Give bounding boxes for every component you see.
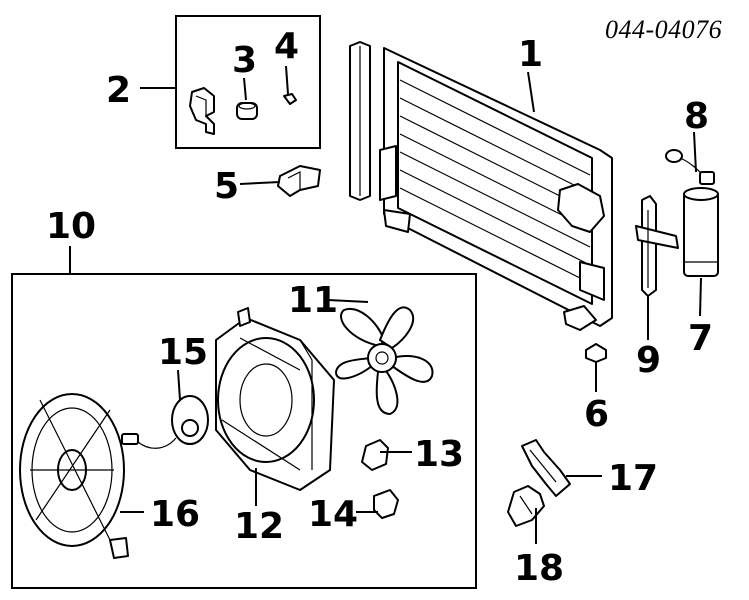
callout-8: 8 bbox=[684, 96, 709, 137]
leader-1 bbox=[527, 71, 535, 113]
part-14-clip[interactable] bbox=[373, 489, 399, 519]
callout-7: 7 bbox=[688, 318, 713, 359]
leader-15 bbox=[177, 369, 181, 401]
callout-9: 9 bbox=[636, 340, 661, 381]
fan-assembly-group-box bbox=[11, 273, 477, 589]
part-5-bracket[interactable] bbox=[277, 165, 321, 197]
callout-3: 3 bbox=[232, 40, 257, 81]
part-9-drier-bracket[interactable] bbox=[635, 195, 679, 297]
leader-7 bbox=[699, 277, 702, 317]
callout-1: 1 bbox=[518, 34, 543, 75]
part-16-fan-shroud-assembly[interactable] bbox=[19, 393, 129, 559]
diagram-reference-number: 044-04076 bbox=[605, 15, 722, 44]
part-15-fan-motor[interactable] bbox=[121, 395, 209, 449]
callout-2: 2 bbox=[106, 70, 131, 111]
condenser-side-seal bbox=[349, 41, 371, 201]
leader-3 bbox=[243, 77, 247, 101]
part-2-bracket[interactable] bbox=[189, 87, 215, 135]
callout-11: 11 bbox=[288, 280, 338, 321]
callout-17: 17 bbox=[608, 458, 658, 499]
callout-6: 6 bbox=[584, 394, 609, 435]
callout-18: 18 bbox=[514, 548, 564, 589]
part-17-bracket[interactable] bbox=[521, 439, 571, 497]
leader-4 bbox=[285, 65, 289, 95]
leader-11 bbox=[327, 299, 369, 303]
callout-10: 10 bbox=[46, 206, 96, 247]
part-11-fan-blade[interactable] bbox=[335, 306, 434, 415]
callout-5: 5 bbox=[214, 166, 239, 207]
part-13-clip[interactable] bbox=[361, 439, 389, 471]
callout-15: 15 bbox=[158, 332, 208, 373]
part-4-clip[interactable] bbox=[283, 93, 297, 105]
leader-5 bbox=[239, 181, 281, 185]
part-18-bracket[interactable] bbox=[507, 485, 545, 527]
part-12-fan-shroud[interactable] bbox=[215, 307, 335, 491]
callout-13: 13 bbox=[414, 434, 464, 475]
part-1-condenser[interactable] bbox=[379, 47, 613, 331]
part-6-nut[interactable] bbox=[585, 343, 607, 363]
callout-16: 16 bbox=[150, 494, 200, 535]
part-8-pressure-switch[interactable] bbox=[665, 149, 715, 185]
callout-14: 14 bbox=[308, 494, 358, 535]
callout-4: 4 bbox=[274, 26, 299, 67]
bracket-group-box bbox=[175, 15, 321, 149]
leader-8 bbox=[693, 131, 697, 173]
part-3-grommet[interactable] bbox=[236, 102, 258, 120]
part-7-receiver-drier[interactable] bbox=[683, 187, 719, 277]
callout-12: 12 bbox=[234, 506, 284, 547]
